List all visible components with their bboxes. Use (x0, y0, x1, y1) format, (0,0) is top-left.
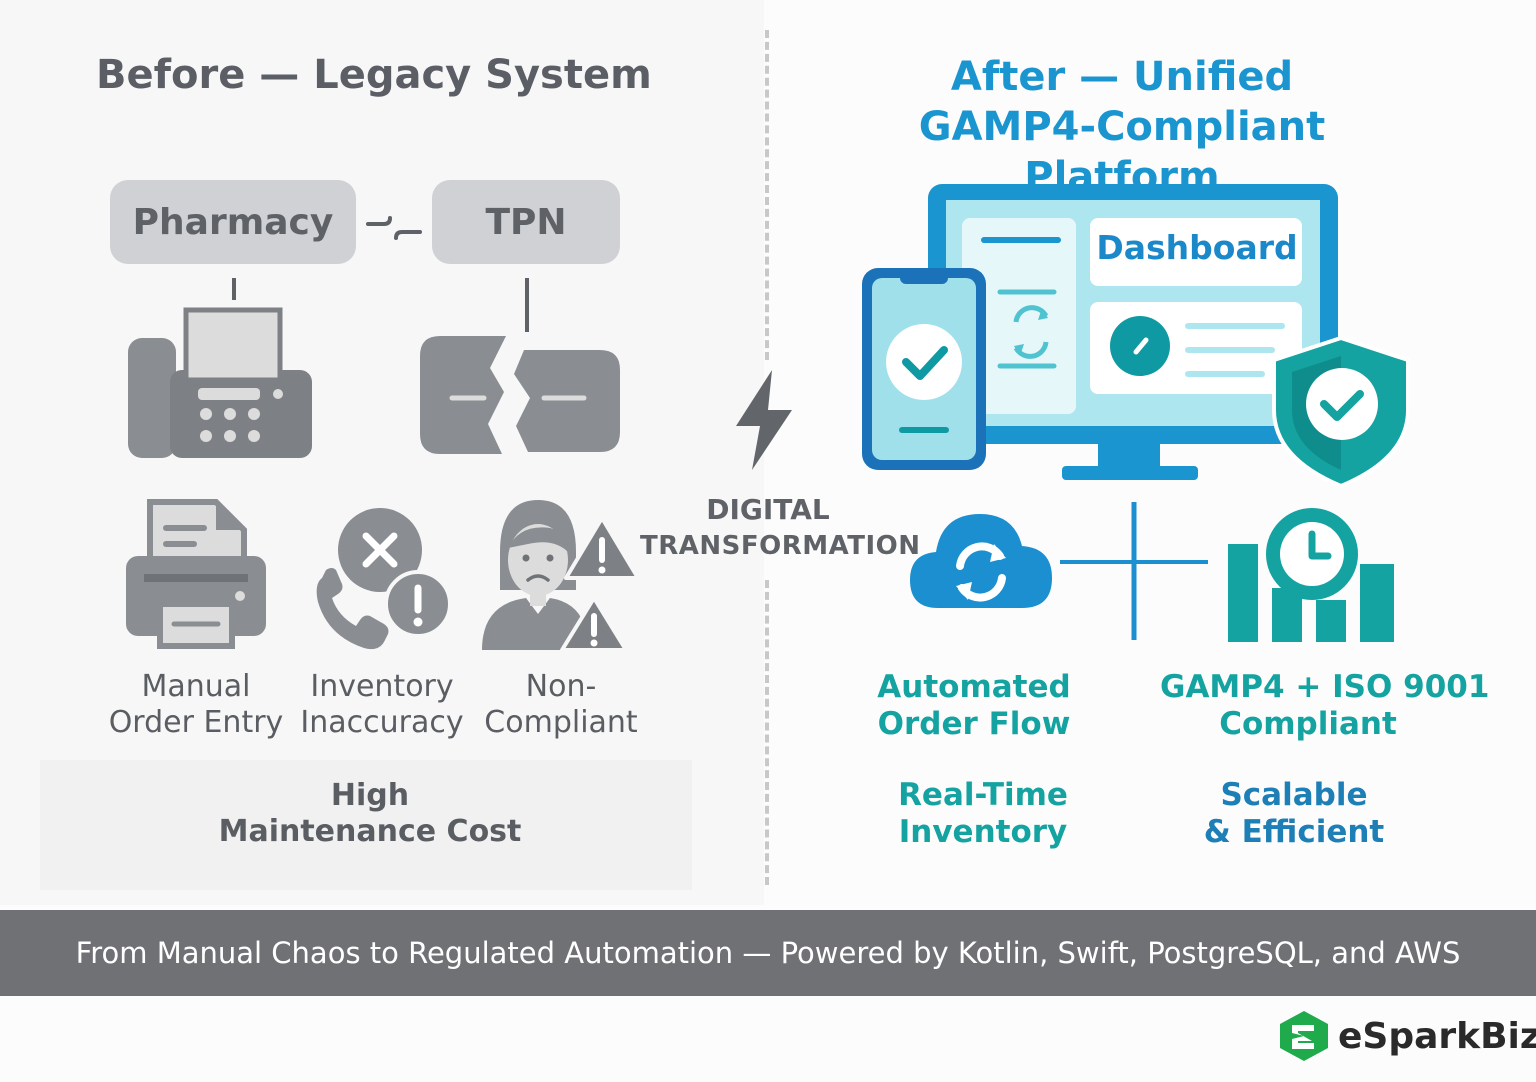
chart-clock-icon (1228, 508, 1394, 642)
printer-icon (126, 499, 266, 649)
before-panel (0, 0, 764, 905)
lightning-icon (736, 370, 792, 470)
benefit-scalable-efficient: Scalable& Efficient (1203, 777, 1385, 850)
issue-label-noncompliant: Non-Compliant (484, 669, 638, 740)
before-title: Before — Legacy System (96, 52, 652, 98)
brand-name: eSparkBiz (1338, 1015, 1536, 1057)
broken-connection-icon (420, 336, 620, 454)
broken-link-icon (366, 216, 422, 240)
footer-text: From Manual Chaos to Regulated Automatio… (75, 936, 1461, 970)
tpn-pill: TPN (432, 180, 620, 264)
after-title: After — Unified GAMP4-Compliant Platform (918, 54, 1326, 200)
monitor-icon (928, 184, 1338, 480)
stressed-person-icon (482, 500, 640, 652)
cost-band (40, 760, 692, 890)
divider-bottom (765, 580, 769, 885)
cloud-sync-icon (910, 514, 1052, 608)
connector-cross (1060, 502, 1208, 640)
divider-top (765, 30, 769, 360)
mobile-phone-icon (862, 268, 986, 470)
dashboard-label: Dashboard (1096, 228, 1298, 267)
security-shield-icon (1272, 335, 1410, 489)
esparkbiz-logo-icon (1280, 1011, 1328, 1061)
pharmacy-pill: Pharmacy (110, 180, 356, 264)
phone-error-icon (316, 508, 452, 650)
footer-banner: From Manual Chaos to Regulated Automatio… (0, 910, 1536, 996)
fax-machine-icon (128, 307, 312, 458)
transformation-label: DIGITAL TRANSFORMATION (640, 493, 921, 561)
brand-logo: eSparkBiz (1278, 1008, 1536, 1064)
